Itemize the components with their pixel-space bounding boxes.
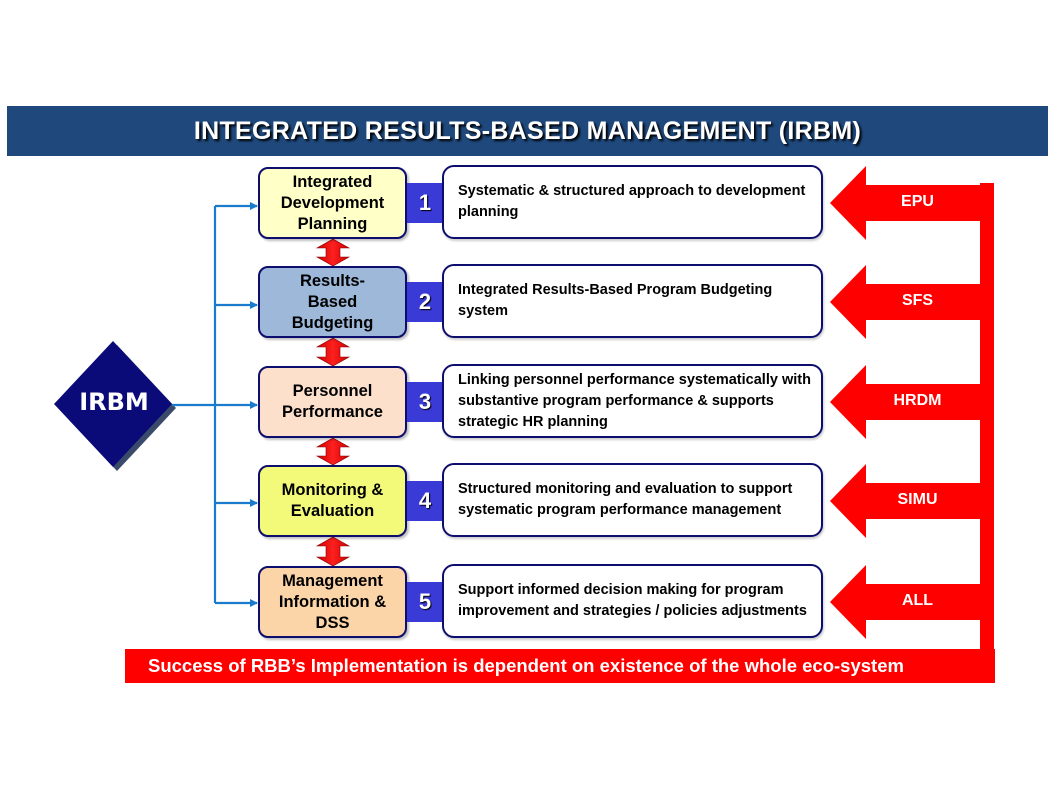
stage-link-arrows <box>315 238 351 567</box>
stage-description: Integrated Results-Based Program Budgeti… <box>458 282 773 319</box>
agency-label: EPU <box>901 193 934 210</box>
footer-banner: Success of RBB’s Implementation is depen… <box>125 649 995 683</box>
stage-number-badge: 3 <box>407 382 443 422</box>
double-arrow-1-2 <box>315 238 351 267</box>
agency-label: SFS <box>901 292 934 309</box>
double-arrow-3-4 <box>315 437 351 466</box>
stage-description-box: Integrated Results-Based Program Budgeti… <box>442 264 823 338</box>
stage-label: Integrated Development Planning <box>280 172 385 233</box>
agency-label: SIMU <box>897 491 938 508</box>
diagram-title: INTEGRATED RESULTS-BASED MANAGEMENT (IRB… <box>193 116 862 145</box>
feedback-arrow-2 <box>830 265 994 339</box>
stage-description-box: Support informed decision making for pro… <box>442 564 823 638</box>
feedback-arrow-1 <box>830 166 994 240</box>
stage-description: Linking personnel performance systematic… <box>458 371 811 430</box>
stage-box-5: Management Information & DSS <box>258 566 407 638</box>
feedback-arrow-5 <box>830 565 994 639</box>
double-arrow-2-3 <box>315 337 351 367</box>
stage-description: Support informed decision making for pro… <box>458 582 807 619</box>
feedback-arrow-4 <box>830 464 994 538</box>
stage-number-badge: 5 <box>407 582 443 622</box>
stage-label: Personnel Performance <box>282 382 383 421</box>
hub-diamond <box>54 341 172 467</box>
feedback-arrow-3 <box>830 365 994 439</box>
feedback-structure <box>830 166 994 683</box>
stage-description: Structured monitoring and evaluation to … <box>458 481 793 518</box>
stage-number-badge: 1 <box>407 183 443 223</box>
stage-box-1: Integrated Development Planning <box>258 167 407 239</box>
stage-box-4: Monitoring & Evaluation <box>258 465 407 537</box>
agency-label: HRDM <box>893 392 942 409</box>
stage-label: Monitoring & Evaluation <box>281 481 384 520</box>
stage-number-badge: 2 <box>407 282 443 322</box>
agency-label: ALL <box>901 592 934 609</box>
stage-box-2: Results- Based Budgeting <box>258 266 407 338</box>
footer-text: Success of RBB’s Implementation is depen… <box>148 655 904 676</box>
stage-label: Results- Based Budgeting <box>291 271 374 332</box>
hub-connectors <box>172 202 258 607</box>
stage-description-box: Systematic & structured approach to deve… <box>442 165 823 239</box>
stage-description-box: Linking personnel performance systematic… <box>442 364 823 438</box>
stage-box-3: Personnel Performance <box>258 366 407 438</box>
double-arrow-4-5 <box>315 536 351 567</box>
title-bar: INTEGRATED RESULTS-BASED MANAGEMENT (IRB… <box>7 106 1048 156</box>
stage-description: Systematic & structured approach to deve… <box>458 183 806 220</box>
stage-description-box: Structured monitoring and evaluation to … <box>442 463 823 537</box>
stage-number-badge: 4 <box>407 481 443 521</box>
stage-label: Management Information & DSS <box>278 571 387 632</box>
hub-label: IRBM <box>79 388 149 416</box>
